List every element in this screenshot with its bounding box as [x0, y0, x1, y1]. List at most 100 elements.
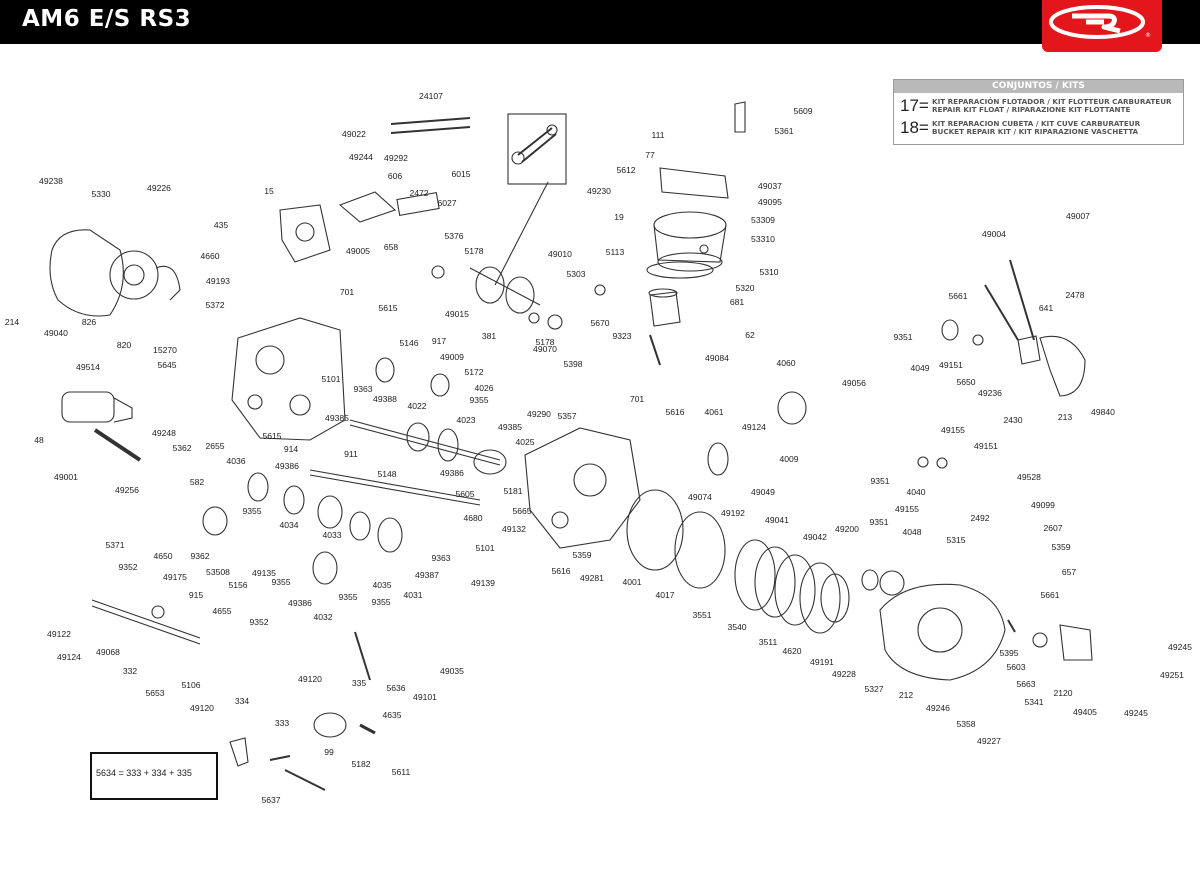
part-number-label: 49227	[977, 736, 1001, 746]
part-number-label: 5361	[774, 126, 793, 136]
part-number-label: 49193	[206, 276, 230, 286]
part-number-label: 49230	[587, 186, 611, 196]
part-number-label: 4001	[622, 577, 641, 587]
part-number-label: 9352	[249, 617, 268, 627]
part-number-label: 5371	[105, 540, 124, 550]
part-number-label: 5605	[455, 489, 474, 499]
part-number-label: 49095	[758, 197, 782, 207]
part-number-label: 5172	[464, 367, 483, 377]
part-number-label: 9351	[893, 332, 912, 342]
part-number-label: 49074	[688, 492, 712, 502]
part-number-label: 333	[275, 718, 290, 728]
part-number-label: 49132	[502, 524, 526, 534]
kits-legend: CONJUNTOS / KITS 17= KIT REPARACIÓN FLOT…	[893, 79, 1184, 145]
header-bar: AM6 E/S RS3 ®	[0, 0, 1200, 52]
part-number-label: 49151	[974, 441, 998, 451]
part-number-label: 701	[340, 287, 355, 297]
part-number-label: 5178	[535, 337, 554, 347]
part-number-label: 49155	[941, 425, 965, 435]
part-number-label: 49015	[445, 309, 469, 319]
selector-drum	[313, 712, 347, 738]
part-number-label: 49040	[44, 328, 68, 338]
crankshaft	[469, 267, 541, 306]
part-number-label: 9352	[118, 562, 137, 572]
part-number-label: 4040	[906, 487, 925, 497]
part-number-label: 9355	[371, 597, 390, 607]
diagram-drawing	[49, 101, 1093, 791]
part-number-label: 49101	[413, 692, 437, 702]
part-number-label: 5616	[665, 407, 684, 417]
part-number-label: 4650	[153, 551, 172, 561]
part-number-label: 5395	[999, 648, 1018, 658]
part-number-label: 2492	[970, 513, 989, 523]
part-number-label: 49041	[765, 515, 789, 525]
kick-shaft	[91, 599, 201, 645]
part-number-label: 5645	[157, 360, 176, 370]
part-number-label: 49388	[373, 394, 397, 404]
part-number-label: 4655	[212, 606, 231, 616]
part-number-label: 49005	[346, 246, 370, 256]
part-number-label: 820	[117, 340, 132, 350]
part-number-label: 49514	[76, 362, 100, 372]
part-number-label: 49244	[349, 152, 373, 162]
part-number-label: 4033	[322, 530, 341, 540]
part-number-label: 48	[34, 435, 44, 445]
part-number-label: 5372	[205, 300, 224, 310]
part-number-label: 701	[630, 394, 645, 404]
water-pump	[1039, 335, 1086, 397]
kit-number: 17=	[900, 96, 929, 115]
part-number-label: 5609	[793, 106, 812, 116]
part-number-label: 49007	[1066, 211, 1090, 221]
part-number-label: 2607	[1043, 523, 1062, 533]
part-number-label: 49248	[152, 428, 176, 438]
rieju-logo-icon: ®	[1049, 5, 1151, 39]
part-number-label: 5303	[566, 269, 585, 279]
part-number-label: 49037	[758, 181, 782, 191]
part-number-label: 5615	[378, 303, 397, 313]
part-number-label: 5341	[1024, 697, 1043, 707]
part-number-label: 4022	[407, 401, 426, 411]
part-number-label: 49387	[415, 570, 439, 580]
kit-note-text: 5634 = 333 + 334 + 335	[96, 768, 192, 778]
part-number-label: 49042	[803, 532, 827, 542]
part-number-label: 5330	[91, 189, 110, 199]
part-number-label: 49135	[252, 568, 276, 578]
part-number-label: 5663	[1016, 679, 1035, 689]
part-number-label: 917	[432, 336, 447, 346]
part-number-label: 4036	[226, 456, 245, 466]
gear-shaft	[309, 469, 481, 506]
page-title: AM6 E/S RS3	[22, 6, 192, 32]
part-number-label: 49056	[842, 378, 866, 388]
part-number-label: 5146	[399, 338, 418, 348]
part-number-label: 911	[344, 449, 358, 459]
part-number-label: 5653	[145, 688, 164, 698]
part-number-label: 5106	[181, 680, 200, 690]
part-number-label: 435	[214, 220, 229, 230]
part-number-label: 5156	[228, 580, 247, 590]
part-number-label: 9362	[190, 551, 209, 561]
part-number-label: 53309	[751, 215, 775, 225]
part-number-label: 53310	[751, 234, 775, 244]
part-number-label: 9355	[338, 592, 357, 602]
part-number-label: 24107	[419, 91, 443, 101]
kit-desc-line: KIT REPARACIÓN FLOTADOR / KIT FLOTTEUR C…	[932, 97, 1172, 106]
part-number-label: 4060	[776, 358, 795, 368]
part-number-label: 53508	[206, 567, 230, 577]
kit-desc-line: BUCKET REPAIR KIT / KIT RIPARAZIONE VASC…	[932, 127, 1139, 136]
part-number-label: 5101	[321, 374, 340, 384]
part-number-label: 49120	[298, 674, 322, 684]
part-number-label: 49004	[982, 229, 1006, 239]
part-number-label: 9363	[431, 553, 450, 563]
part-number-label: 49200	[835, 524, 859, 534]
part-number-label: 4049	[910, 363, 929, 373]
part-number-label: 914	[284, 444, 299, 454]
part-number-label: 49228	[832, 669, 856, 679]
part-number-label: 49192	[721, 508, 745, 518]
part-number-label: 332	[123, 666, 138, 676]
right-crankcase	[524, 427, 641, 549]
part-number-label: 49124	[57, 652, 81, 662]
cylinder	[653, 211, 727, 239]
part-number-label: 49151	[939, 360, 963, 370]
part-number-label: 49236	[978, 388, 1002, 398]
part-number-label: 5612	[616, 165, 635, 175]
